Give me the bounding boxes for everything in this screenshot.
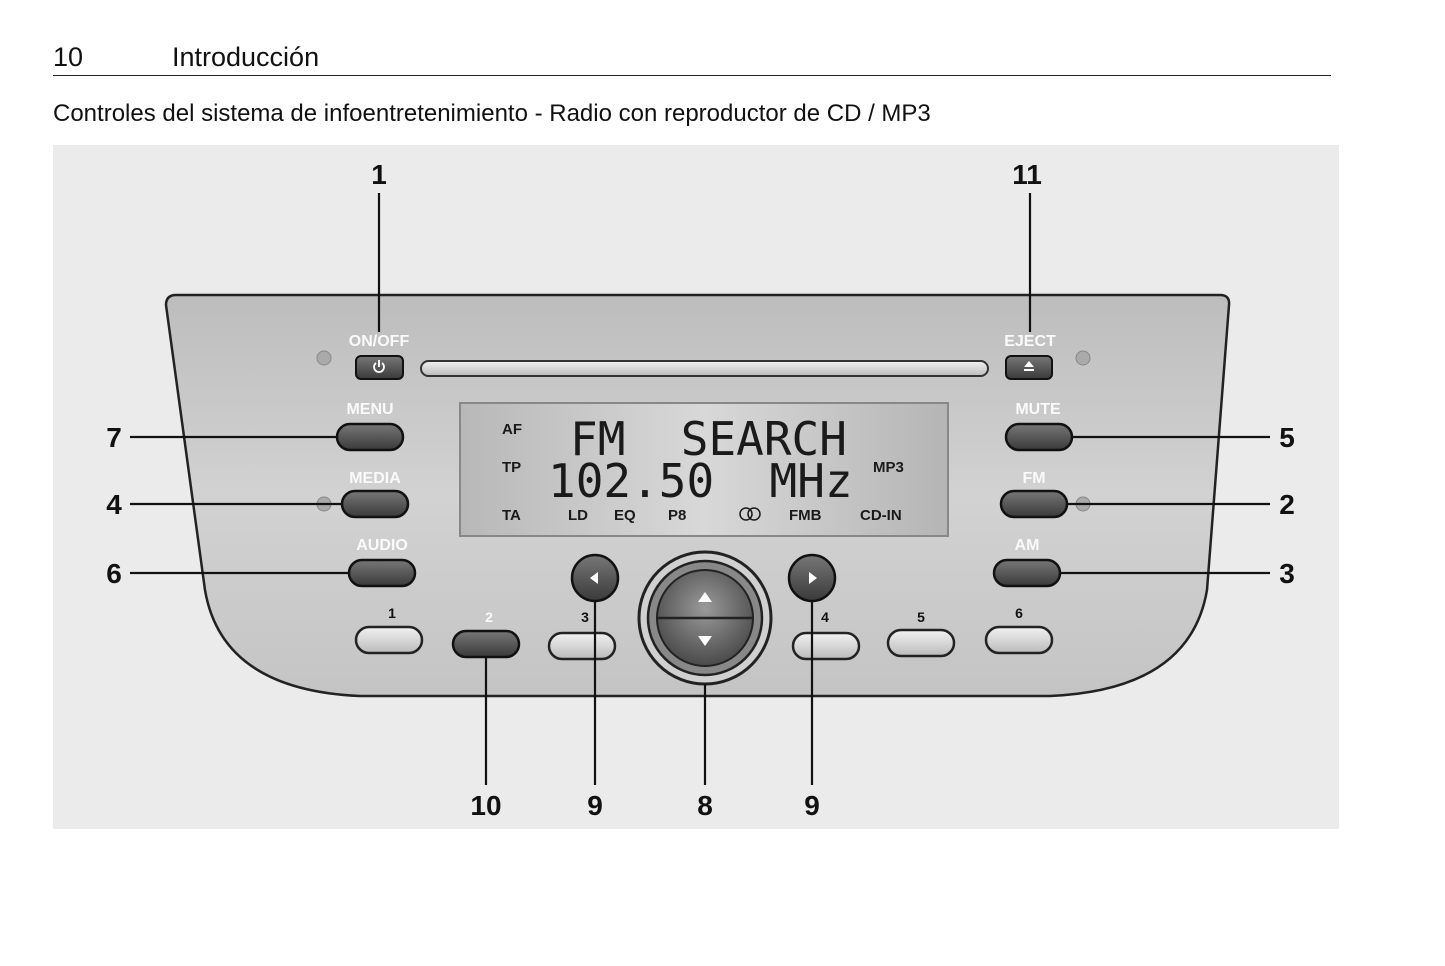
callout-8: 8 (697, 790, 713, 821)
preset-label: 6 (1015, 605, 1023, 621)
preset-label: 4 (821, 609, 829, 625)
eject-label: EJECT (1004, 333, 1056, 350)
indicator-tp: TP (502, 459, 521, 476)
power-icon (373, 360, 385, 373)
am-label: AM (1015, 537, 1040, 554)
preset-button-3[interactable]: 3 (547, 609, 617, 661)
indicator-ld: LD (568, 507, 588, 524)
indicator-af: AF (502, 421, 522, 438)
preset-button-1[interactable]: 1 (354, 605, 424, 655)
section-title: Introducción (172, 42, 320, 72)
volume-tuning-knob[interactable] (637, 550, 773, 686)
indicator-cd-in: CD-IN (860, 507, 902, 524)
callout-3: 3 (1279, 558, 1295, 589)
fm-label: FM (1022, 470, 1045, 487)
preset-label: 5 (917, 609, 925, 625)
menu-label: MENU (346, 401, 393, 418)
indicator-ta: TA (502, 507, 521, 524)
callout-7: 7 (106, 422, 122, 453)
preset-label: 1 (388, 605, 396, 621)
callout-9-left: 9 (587, 790, 603, 821)
audio-button[interactable] (347, 558, 417, 588)
page-number: 10 (53, 42, 84, 72)
callout-4: 4 (106, 489, 122, 520)
callout-9-right: 9 (804, 790, 820, 821)
led-indicator (1075, 350, 1091, 366)
preset-button-5[interactable]: 5 (886, 609, 956, 658)
media-button[interactable] (340, 489, 410, 519)
arrow-up-icon[interactable] (698, 592, 712, 602)
am-button[interactable] (992, 558, 1062, 588)
menu-button[interactable] (335, 422, 405, 452)
on-off-label: ON/OFF (349, 333, 410, 350)
indicator-fmb: FMB (789, 507, 822, 524)
led-indicator (316, 350, 332, 366)
preset-button-6[interactable]: 6 (984, 605, 1054, 655)
callout-6: 6 (106, 558, 122, 589)
arrow-left-icon (590, 572, 598, 584)
eject-button[interactable] (1005, 355, 1053, 380)
media-label: MEDIA (349, 470, 401, 487)
eject-icon (1024, 361, 1034, 371)
figure-caption: Controles del sistema de infoentretenimi… (53, 100, 931, 127)
preset-label: 3 (581, 609, 589, 625)
cd-slot (420, 360, 989, 377)
indicator-p8: P8 (668, 507, 686, 524)
indicator-mp3: MP3 (873, 459, 904, 476)
indicator-eq: EQ (614, 507, 636, 524)
callout-10: 10 (470, 790, 501, 821)
audio-label: AUDIO (356, 537, 408, 554)
arrow-down-icon[interactable] (698, 636, 712, 646)
stereo-icon (739, 507, 761, 521)
preset-label: 2 (485, 609, 493, 625)
display-line-1: FM SEARCH (570, 412, 847, 466)
mute-button[interactable] (1004, 422, 1074, 452)
header-rule (53, 75, 1331, 76)
callout-lines (130, 193, 1270, 785)
lcd-display: FM SEARCH 102.50 MHz AF TP TA LD EQ P8 F… (459, 402, 949, 537)
fm-button[interactable] (999, 489, 1069, 519)
callout-2: 2 (1279, 489, 1295, 520)
arrow-right-icon (809, 572, 817, 584)
callout-5: 5 (1279, 422, 1295, 453)
seek-right-button[interactable] (787, 553, 837, 603)
display-line-2: 102.50 MHz (548, 454, 853, 508)
callout-1: 1 (371, 159, 387, 190)
preset-button-4[interactable]: 4 (791, 609, 861, 661)
callout-11: 11 (1012, 159, 1042, 190)
seek-left-button[interactable] (570, 553, 620, 603)
on-off-button[interactable] (355, 355, 404, 380)
mute-label: MUTE (1015, 401, 1061, 418)
